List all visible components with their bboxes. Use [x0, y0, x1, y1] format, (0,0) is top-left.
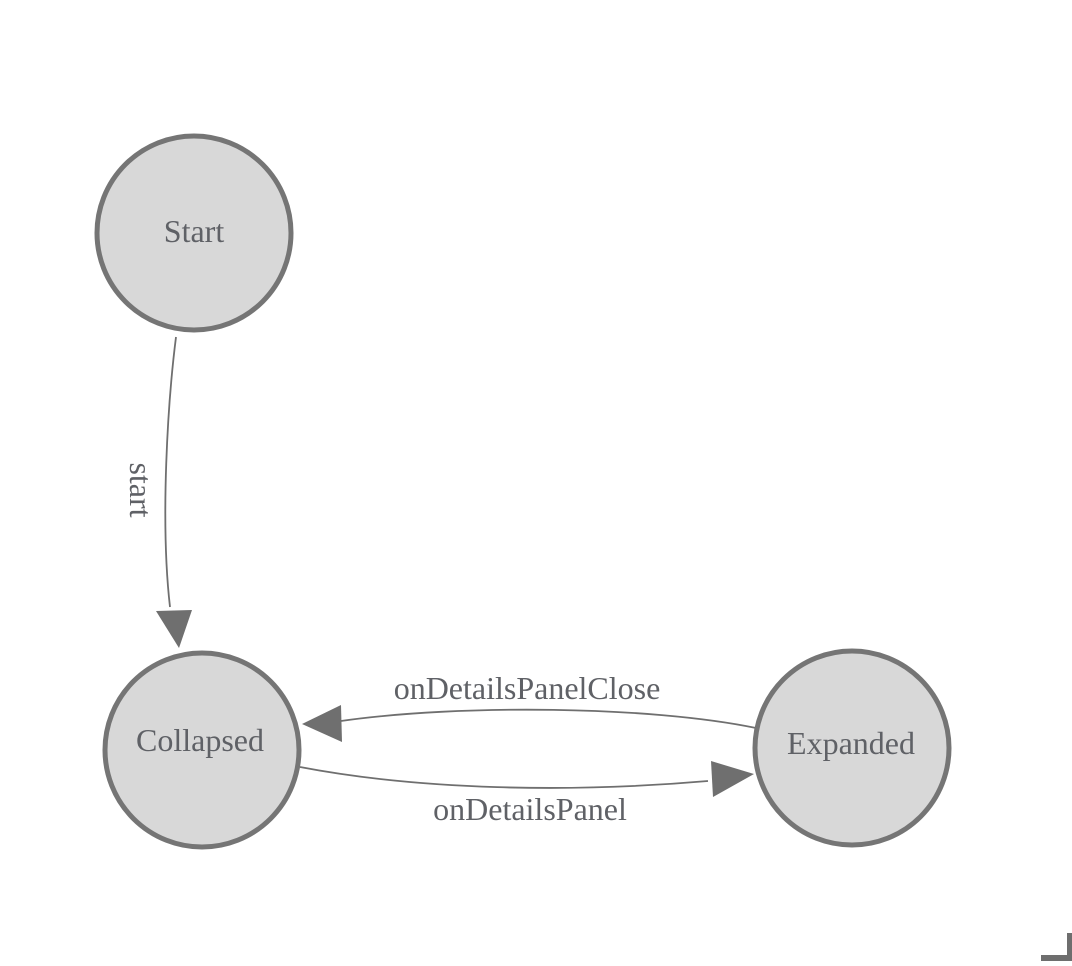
scrollbar-corner[interactable]: [1041, 933, 1072, 961]
edge-start-to-collapsed: start: [123, 336, 192, 648]
edge-line-ondetailspanelclose: [340, 708, 757, 729]
edge-line-ondetailspanel: [299, 766, 709, 789]
scrollbar-corner-horizontal-bar[interactable]: [1041, 955, 1072, 961]
node-collapsed-circle[interactable]: [102, 650, 302, 850]
node-collapsed[interactable]: Collapsed: [102, 650, 302, 850]
node-expanded[interactable]: Expanded: [752, 648, 952, 848]
arrowhead-down-icon: [156, 610, 192, 648]
node-start[interactable]: Start: [94, 133, 294, 333]
edge-line-start: [164, 336, 177, 608]
scrollbar-corner-vertical-bar[interactable]: [1067, 933, 1072, 961]
edge-collapsed-to-expanded: onDetailsPanel: [299, 761, 754, 827]
edge-label-start: start: [123, 462, 159, 517]
arrowhead-right-icon: [711, 761, 754, 797]
edge-label-ondetailspanelclose: onDetailsPanelClose: [394, 670, 661, 706]
node-expanded-circle[interactable]: [752, 648, 952, 848]
node-start-circle[interactable]: [94, 133, 294, 333]
arrowhead-left-icon: [302, 705, 342, 742]
edge-label-ondetailspanel: onDetailsPanel: [433, 791, 627, 827]
edge-expanded-to-collapsed: onDetailsPanelClose: [302, 670, 757, 742]
